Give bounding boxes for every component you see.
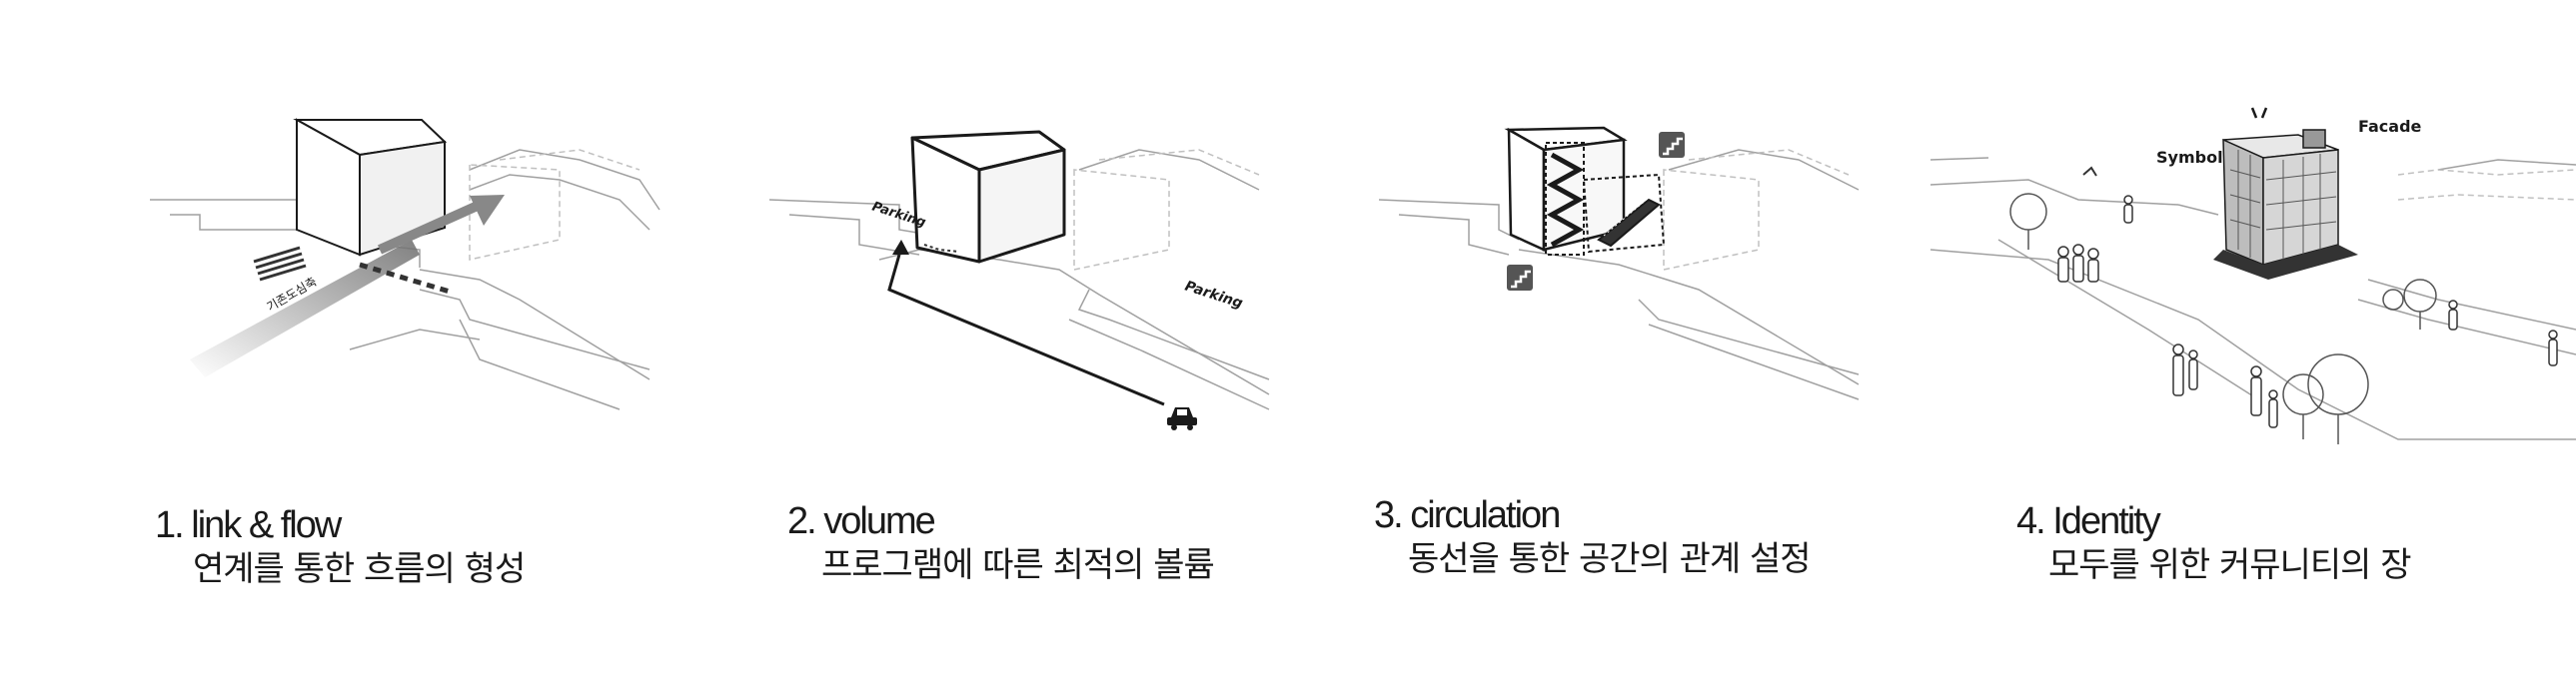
panel-title: 4. Identity	[2016, 500, 2161, 542]
flow-arrow-head	[470, 195, 505, 226]
panel-subtitle: 연계를 통한 흐름의 형성	[193, 549, 526, 589]
panel-3-drawing	[1378, 126, 1860, 400]
stair-core-highlight	[1545, 142, 1585, 256]
car-route-arrowhead	[892, 240, 909, 255]
panel-subtitle: 모두를 위한 커뮤니티의 장	[2048, 545, 2412, 585]
panel-4-drawing: Symbol Facade	[1930, 107, 2576, 444]
stairs-icon	[1507, 265, 1533, 291]
identity-building	[2222, 129, 2339, 267]
trees	[2009, 193, 2437, 444]
panel-title: 1. link & flow	[155, 504, 342, 546]
building-cutaway	[1504, 126, 1628, 252]
panel-2-drawing: Parking Parking	[768, 130, 1270, 430]
program-volume	[910, 130, 1066, 264]
bird-mark	[2082, 166, 2097, 177]
facade-grid	[2229, 150, 2337, 260]
caption-2: 2. volume 프로그램에 따른 최적의 볼륨	[787, 499, 1215, 587]
existing-building-dashed	[1073, 149, 1260, 271]
stair-zigzag	[1546, 152, 1585, 248]
ramp	[1597, 198, 1661, 248]
panel-subtitle: 동선을 통한 공간의 관계 설정	[1408, 539, 1812, 579]
site-context-lines	[1930, 157, 2576, 440]
facade-label: Facade	[2358, 117, 2422, 136]
existing-building-dashed	[1663, 149, 1850, 271]
symbol-label: Symbol	[2156, 148, 2223, 167]
panel-1-drawing: 기존도심축	[150, 118, 660, 410]
existing-building-dashed	[469, 149, 641, 261]
axis-hatching	[253, 246, 307, 282]
site-context-lines	[1378, 149, 1860, 400]
stairs-icon	[1659, 132, 1685, 158]
car-route-line	[887, 254, 1165, 406]
flow-arrow-band	[190, 240, 420, 377]
flow-arrow-shaft	[377, 200, 483, 255]
existing-building-dashed	[2397, 169, 2576, 201]
ramp-zone-highlight	[1582, 173, 1666, 254]
caption-4: 4. Identity 모두를 위한 커뮤니티의 장	[2016, 499, 2412, 587]
car-icon	[1167, 407, 1197, 430]
parking-label-b: Parking	[1183, 279, 1245, 313]
caption-3: 3. circulation 동선을 통한 공간의 관계 설정	[1374, 493, 1812, 581]
symbol-mark	[2250, 107, 2268, 119]
panel-subtitle: 프로그램에 따른 최적의 볼륨	[821, 545, 1215, 585]
caption-1: 1. link & flow 연계를 통한 흐름의 형성	[155, 503, 526, 591]
axis-dashed-line	[359, 262, 451, 295]
building-base-shadow	[2213, 245, 2358, 280]
people-figures	[2057, 195, 2558, 428]
panel-title: 2. volume	[787, 500, 936, 542]
panel-title: 3. circulation	[1374, 494, 1561, 536]
